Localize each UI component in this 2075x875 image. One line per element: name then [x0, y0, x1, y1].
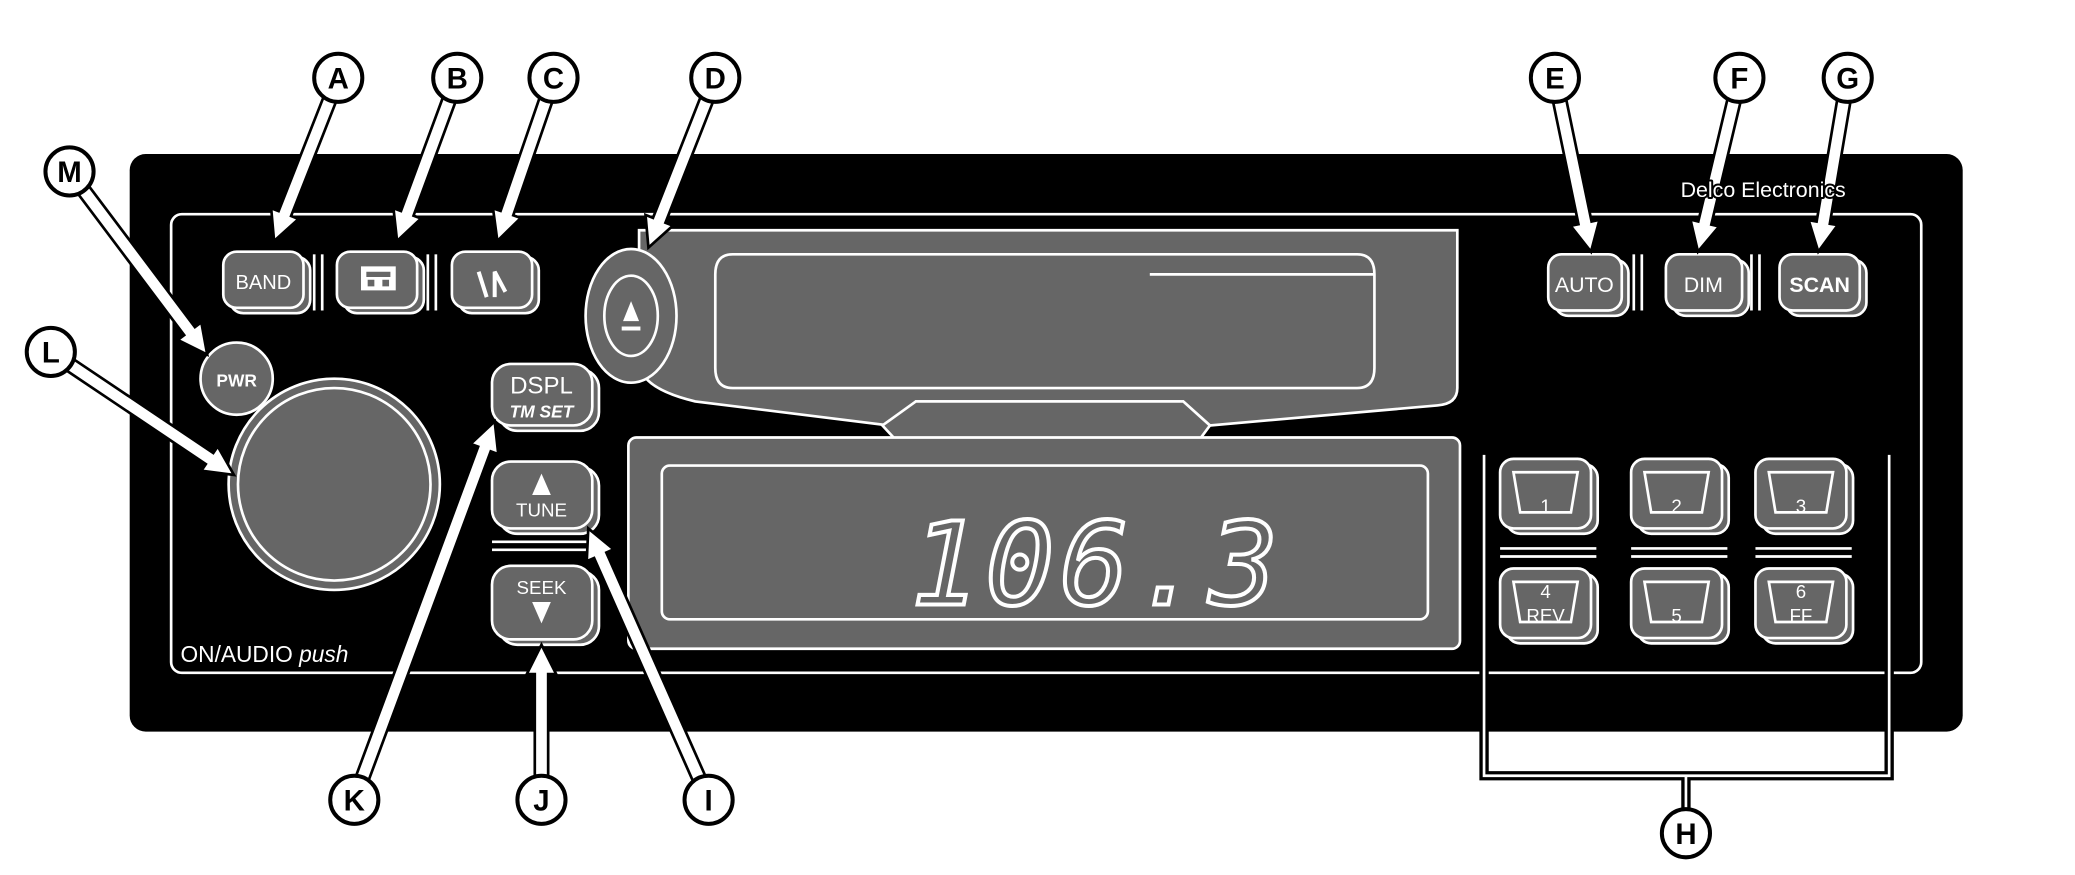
callout-arrow — [354, 418, 500, 782]
preset-button-5[interactable]: 5 — [1629, 567, 1731, 645]
button-label: PWR — [216, 371, 257, 391]
faceplate-inner-outline — [169, 212, 1923, 675]
button-label: SEEK — [517, 577, 567, 598]
callout-letter: F — [1730, 63, 1748, 96]
button-label: 2 — [1671, 495, 1681, 516]
callout-letter: C — [543, 63, 564, 96]
preset-button-2[interactable]: 2 — [1629, 457, 1731, 536]
auto-button[interactable]: AUTO — [1546, 252, 1630, 318]
callout-letter: H — [1675, 818, 1696, 851]
callout-letter: D — [705, 63, 726, 96]
callout-d: D — [689, 51, 742, 104]
dim-button[interactable]: DIM — [1664, 252, 1751, 318]
arrow-down-icon — [532, 601, 551, 624]
callout-arrow — [524, 641, 559, 778]
callout-letter: G — [1836, 63, 1859, 96]
button-label: DIM — [1684, 273, 1723, 297]
callout-letter: E — [1545, 63, 1565, 96]
preset-button-1[interactable]: 1 — [1498, 457, 1600, 536]
callout-arrow — [644, 96, 715, 251]
knob-label: ON/AUDIO push — [180, 641, 348, 667]
button-label: DSPL — [510, 372, 573, 399]
display-screen — [660, 464, 1430, 621]
callout-e: E — [1528, 51, 1581, 104]
callout-arrow — [391, 96, 457, 244]
eject-icon — [621, 301, 641, 331]
button-label: SCAN — [1789, 273, 1850, 297]
button-label: BAND — [236, 272, 292, 294]
callout-letter: L — [42, 337, 60, 370]
button-label: 4 — [1540, 581, 1550, 602]
button-label: 5 — [1671, 605, 1681, 626]
callout-arrow — [1688, 98, 1742, 255]
tune-up-button[interactable]: TUNE — [490, 460, 601, 536]
callout-g: G — [1821, 51, 1874, 104]
callout-arrow — [269, 96, 338, 244]
callout-arrow — [585, 525, 707, 783]
callout-k: K — [328, 773, 381, 826]
callout-arrow — [76, 184, 210, 357]
callout-letter: K — [344, 785, 365, 818]
seek-down-button[interactable]: SEEK — [490, 564, 601, 647]
callout-letter: B — [447, 63, 468, 96]
callout-j: J — [515, 773, 568, 826]
callout-f: F — [1713, 51, 1766, 104]
callout-arrow — [1806, 98, 1852, 255]
button-label: TUNE — [516, 499, 567, 520]
frequency-readout: 106.3 — [911, 499, 1284, 633]
callout-l: L — [24, 325, 77, 379]
callout-b: B — [431, 51, 484, 104]
cassette-button[interactable] — [335, 250, 426, 315]
callout-arrow — [1551, 98, 1602, 255]
callout-h: H — [1659, 807, 1713, 860]
callout-letter: J — [533, 785, 549, 818]
cassette-icon — [360, 266, 396, 291]
cassette-window — [713, 252, 1376, 390]
callout-i: I — [682, 773, 735, 826]
callout-letter: I — [705, 785, 713, 818]
callout-a: A — [312, 51, 365, 104]
tape-direction-button[interactable] — [450, 250, 541, 315]
callout-c: C — [527, 51, 580, 104]
tape-direction-icon — [476, 270, 508, 298]
preset-button-3[interactable]: 3 — [1754, 457, 1855, 536]
brand-label: Delco Electronics — [1681, 178, 1846, 202]
callout-arrow — [491, 96, 554, 244]
button-label: AUTO — [1555, 273, 1614, 297]
eject-button[interactable] — [584, 247, 678, 385]
button-label: 1 — [1540, 495, 1550, 516]
band-button[interactable]: BAND — [221, 250, 312, 315]
arrow-up-icon — [532, 473, 551, 495]
button-label: TM SET — [510, 401, 575, 421]
button-label: 3 — [1796, 495, 1806, 516]
scan-button[interactable]: SCAN — [1778, 252, 1868, 318]
preset-button-6[interactable]: 6FF — [1754, 567, 1855, 645]
button-label: 6 — [1796, 581, 1806, 602]
callout-arrow — [65, 357, 237, 477]
callout-letter: A — [328, 63, 349, 96]
power-button[interactable]: PWR — [199, 341, 275, 417]
callout-m: M — [43, 145, 96, 198]
callout-letter: M — [57, 156, 82, 189]
button-label: FF — [1789, 605, 1812, 626]
button-label: REV — [1526, 605, 1565, 626]
volume-knob[interactable] — [227, 377, 442, 592]
